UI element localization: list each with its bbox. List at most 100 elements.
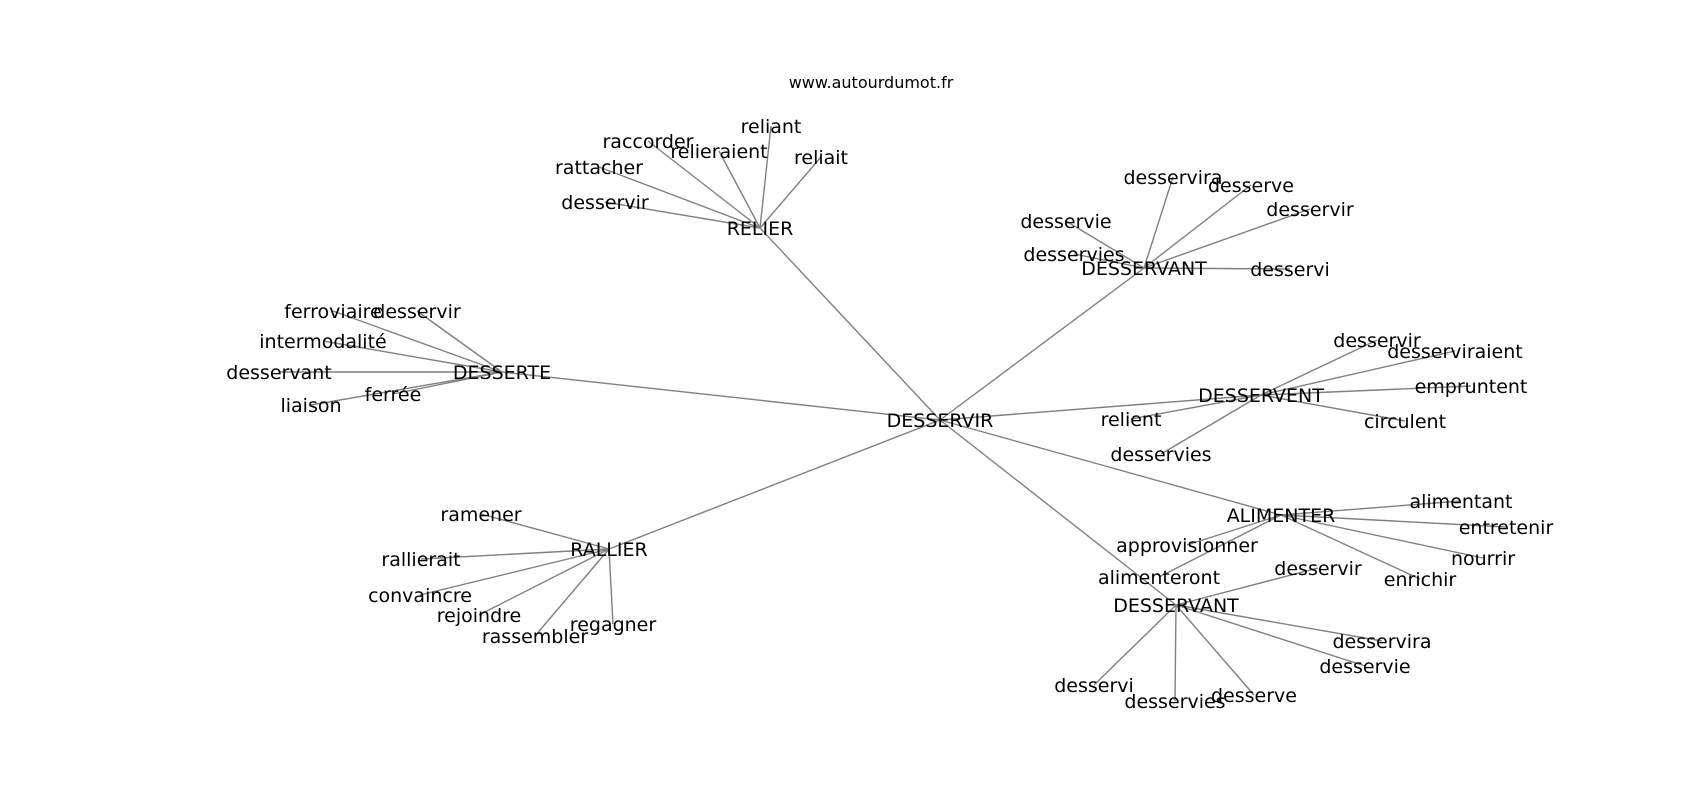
leaf-node[interactable]: enrichir: [1384, 569, 1457, 591]
edge-cluster-leaf: [1174, 604, 1177, 702]
leaf-node[interactable]: raccorder: [602, 131, 693, 153]
leaf-node[interactable]: entretenir: [1459, 517, 1554, 539]
leaf-node[interactable]: nourrir: [1451, 548, 1515, 570]
site-url: www.autourdumot.fr: [789, 73, 954, 92]
edge-center-cluster: [939, 419, 1177, 606]
edge-cluster-leaf: [718, 150, 761, 229]
cluster-node[interactable]: DESSERVENT: [1198, 385, 1324, 407]
leaf-node[interactable]: approvisionner: [1116, 535, 1258, 557]
leaf-node[interactable]: desservir: [1333, 330, 1421, 352]
leaf-node[interactable]: rejoindre: [437, 605, 521, 627]
edge-cluster-leaf: [1280, 514, 1484, 559]
leaf-node[interactable]: intermodalité: [259, 331, 386, 353]
leaf-node[interactable]: desservies: [1124, 691, 1225, 713]
edge-cluster-leaf: [608, 548, 614, 625]
edge-cluster-leaf: [322, 340, 503, 373]
graph-edges: [279, 125, 1507, 702]
leaf-node[interactable]: rallierait: [381, 549, 460, 571]
edge-cluster-leaf: [1186, 514, 1282, 546]
leaf-node[interactable]: desservira: [1332, 631, 1431, 653]
edge-cluster-leaf: [478, 548, 610, 616]
edge-cluster-leaf: [419, 548, 610, 596]
edge-center-cluster: [939, 419, 1282, 516]
edge-cluster-leaf: [604, 201, 761, 229]
edge-cluster-leaf: [534, 548, 610, 637]
cluster-node[interactable]: DESSERVANT: [1081, 258, 1207, 280]
leaf-node[interactable]: liaison: [280, 395, 341, 417]
edge-cluster-leaf: [1175, 567, 1319, 606]
edge-cluster-leaf: [416, 310, 503, 373]
leaf-node[interactable]: desservir: [561, 192, 649, 214]
edge-cluster-leaf: [1260, 394, 1406, 422]
graph-labels: DESSERVIR RELIER raccorder reliant relieraie…: [226, 116, 1553, 713]
edge-cluster-leaf: [759, 125, 772, 229]
cluster-node[interactable]: RALLIER: [570, 539, 647, 561]
edge-cluster-leaf: [1143, 208, 1311, 269]
leaf-node[interactable]: desservir: [373, 301, 461, 323]
edge-cluster-leaf: [1175, 604, 1366, 667]
edge-cluster-leaf: [1260, 385, 1472, 396]
leaf-node[interactable]: ramener: [440, 504, 521, 526]
edge-cluster-leaf: [1143, 176, 1174, 269]
leaf-node[interactable]: rassembler: [482, 626, 588, 648]
leaf-node[interactable]: desservies: [1023, 244, 1124, 266]
leaf-node[interactable]: desservi: [1054, 675, 1134, 697]
edge-center-cluster: [939, 267, 1145, 421]
leaf-node[interactable]: desserve: [1211, 685, 1297, 707]
leaf-node[interactable]: alimentant: [1409, 491, 1512, 513]
edge-cluster-leaf: [1160, 394, 1262, 455]
leaf-node[interactable]: relient: [1101, 409, 1162, 431]
edge-cluster-leaf: [480, 513, 610, 550]
edge-cluster-leaf: [1260, 339, 1378, 396]
leaf-node[interactable]: desservie: [1020, 211, 1111, 233]
cluster-node[interactable]: RELIER: [727, 218, 794, 240]
edge-cluster-leaf: [1175, 604, 1383, 642]
leaf-node[interactable]: desservies: [1110, 444, 1211, 466]
leaf-node[interactable]: relieraient: [670, 141, 767, 163]
leaf-node[interactable]: ferrée: [365, 384, 422, 406]
leaf-node[interactable]: desservira: [1123, 167, 1222, 189]
center-node[interactable]: DESSERVIR: [887, 410, 994, 432]
edge-cluster-leaf: [310, 371, 503, 406]
cluster-node[interactable]: DESSERVANT: [1113, 595, 1239, 617]
cluster-node[interactable]: ALIMENTER: [1227, 505, 1336, 527]
leaf-node[interactable]: desserve: [1208, 175, 1294, 197]
leaf-node[interactable]: desservi: [1250, 259, 1330, 281]
edge-cluster-leaf: [1280, 514, 1507, 528]
leaf-node[interactable]: regagner: [570, 614, 657, 636]
edge-cluster-leaf: [1143, 267, 1291, 270]
edge-cluster-leaf: [1065, 220, 1145, 269]
edge-cluster-leaf: [1073, 253, 1145, 269]
leaf-node[interactable]: desservir: [1274, 558, 1362, 580]
edge-cluster-leaf: [1260, 350, 1456, 396]
edge-cluster-leaf: [759, 156, 822, 229]
leaf-node[interactable]: desservir: [1266, 199, 1354, 221]
edge-cluster-leaf: [1130, 394, 1262, 420]
leaf-node[interactable]: circulent: [1364, 411, 1446, 433]
leaf-node[interactable]: reliant: [741, 116, 802, 138]
cluster-node[interactable]: DESSERTE: [453, 362, 551, 384]
edge-cluster-leaf: [1175, 604, 1255, 696]
leaf-node[interactable]: desservie: [1319, 656, 1410, 678]
edge-cluster-leaf: [1143, 184, 1252, 269]
leaf-node[interactable]: desserviraient: [1387, 341, 1523, 363]
edge-cluster-leaf: [647, 140, 761, 229]
edge-cluster-leaf: [1280, 500, 1462, 516]
leaf-node[interactable]: desservant: [226, 362, 331, 384]
edge-center-cluster: [608, 419, 941, 550]
leaf-node[interactable]: convaincre: [368, 585, 472, 607]
leaf-node[interactable]: empruntent: [1415, 376, 1528, 398]
edge-cluster-leaf: [1158, 514, 1282, 578]
edge-center-cluster: [759, 227, 941, 421]
edge-cluster-leaf: [420, 548, 610, 560]
leaf-node[interactable]: ferroviaire: [284, 301, 381, 323]
edge-center-cluster: [501, 371, 941, 421]
leaf-node[interactable]: alimenteront: [1098, 567, 1220, 589]
leaf-node[interactable]: rattacher: [555, 157, 643, 179]
edge-cluster-leaf: [1280, 514, 1421, 580]
edge-cluster-leaf: [598, 166, 761, 229]
edge-cluster-leaf: [332, 310, 503, 373]
leaf-node[interactable]: reliait: [794, 147, 848, 169]
edge-cluster-leaf: [1093, 604, 1177, 686]
